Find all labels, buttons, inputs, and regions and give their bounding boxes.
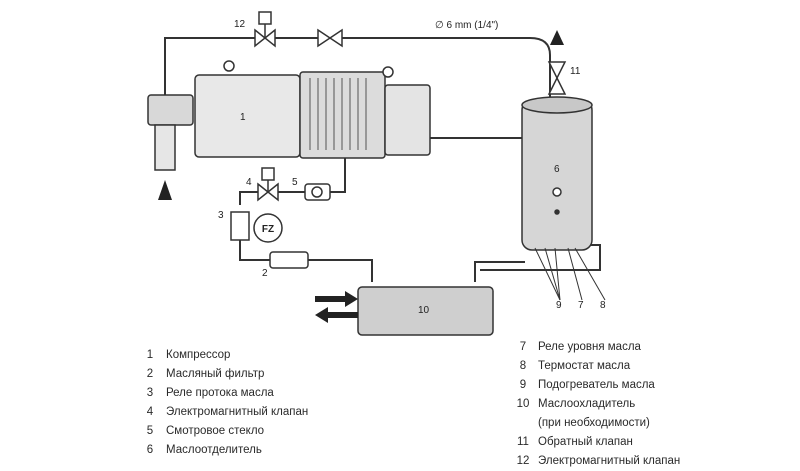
legend-number: 4 xyxy=(146,406,154,418)
legend-left: 1 Компрессор 2 Масляный фильтр 3 Реле прото… xyxy=(138,346,308,460)
check-valve-11 xyxy=(547,61,567,95)
legend-number: 2 xyxy=(146,368,154,380)
compressor xyxy=(194,60,431,159)
legend-item: 6 Маслоотделитель xyxy=(138,441,308,460)
callout-2: 2 xyxy=(262,268,268,279)
suction-arrow xyxy=(158,180,172,200)
cooler-outlet-arrow xyxy=(315,307,358,323)
oil-circuit-diagram: FZ ∅ 6 mm (1/4") 1 2 3 4 5 6 7 8 9 10 11… xyxy=(147,11,606,336)
legend-item: 10 Маслоохладитель (при необходимости) xyxy=(512,395,680,433)
cooler-inlet-arrow xyxy=(315,291,358,307)
top-pipe xyxy=(164,37,551,100)
legend-number: 11 xyxy=(517,436,529,448)
legend-text: Смотровое стекло xyxy=(166,425,265,437)
legend-number: 1 xyxy=(146,349,154,361)
legend-text: Реле уровня масла xyxy=(538,341,641,353)
legend-item: 11 Обратный клапан xyxy=(512,433,680,452)
callout-11: 11 xyxy=(570,66,581,77)
pipe-diameter-label: ∅ 6 mm (1/4") xyxy=(435,20,498,31)
oil-filter xyxy=(269,251,309,269)
cooler-pipe xyxy=(474,261,525,282)
check-valve-top xyxy=(317,28,343,48)
legend-number: 9 xyxy=(519,379,527,391)
callout-10: 10 xyxy=(418,305,430,316)
legend-item: 2 Масляный фильтр xyxy=(138,365,308,384)
legend-text: Обратный клапан xyxy=(538,436,633,448)
sight-glass xyxy=(304,183,331,201)
legend-number: 8 xyxy=(519,360,527,372)
legend-item: 3 Реле протока масла xyxy=(138,384,308,403)
solenoid-valve-12 xyxy=(254,11,276,48)
legend-text: Реле протока масла xyxy=(166,387,274,399)
suction-flange xyxy=(147,94,194,171)
legend-text: Маслоотделитель xyxy=(166,444,262,456)
legend-item: 9 Подогреватель масла xyxy=(512,376,680,395)
legend-item: 5 Смотровое стекло xyxy=(138,422,308,441)
oil-cooler xyxy=(357,286,494,336)
legend-text: Электромагнитный клапан xyxy=(538,455,681,467)
callout-3: 3 xyxy=(218,210,224,221)
callout-8: 8 xyxy=(600,300,606,311)
legend-text: Электромагнитный клапан xyxy=(166,406,309,418)
oil-separator xyxy=(521,96,593,251)
callout-7: 7 xyxy=(578,300,584,311)
callout-1: 1 xyxy=(240,112,246,123)
solenoid-valve-4 xyxy=(257,167,279,202)
legend-text: Компрессор xyxy=(166,349,231,361)
discharge-arrow xyxy=(550,30,564,45)
legend-number: 3 xyxy=(146,387,154,399)
callout-6: 6 xyxy=(554,164,560,175)
callout-5: 5 xyxy=(292,177,298,188)
legend-text: Маслоохладитель (при необходимости) xyxy=(538,398,650,429)
legend-item: 12 Электромагнитный клапан xyxy=(512,452,681,471)
legend-text: Подогреватель масла xyxy=(538,379,655,391)
legend-number: 10 xyxy=(516,398,530,410)
legend-item: 4 Электромагнитный клапан xyxy=(138,403,308,422)
flow-switch xyxy=(230,211,250,241)
legend-text: Термостат масла xyxy=(538,360,631,372)
legend-number: 7 xyxy=(519,341,527,353)
legend-item: 1 Компрессор xyxy=(138,346,308,365)
callout-4: 4 xyxy=(246,177,252,188)
legend-right: 7 Реле уровня масла 8 Термостат масла 9 Под… xyxy=(512,338,681,471)
oil-return-pipe xyxy=(330,150,346,193)
legend-item: 7 Реле уровня масла xyxy=(512,338,680,357)
fz-label: FZ xyxy=(262,224,274,235)
legend-item: 8 Термостат масла xyxy=(512,357,680,376)
legend-number: 6 xyxy=(146,444,154,456)
legend-text: Масляный фильтр xyxy=(166,368,265,380)
callout-9: 9 xyxy=(556,300,562,311)
legend-number: 12 xyxy=(516,455,530,467)
legend-number: 5 xyxy=(146,425,154,437)
fz-symbol xyxy=(253,213,283,243)
callout-12: 12 xyxy=(234,19,246,30)
